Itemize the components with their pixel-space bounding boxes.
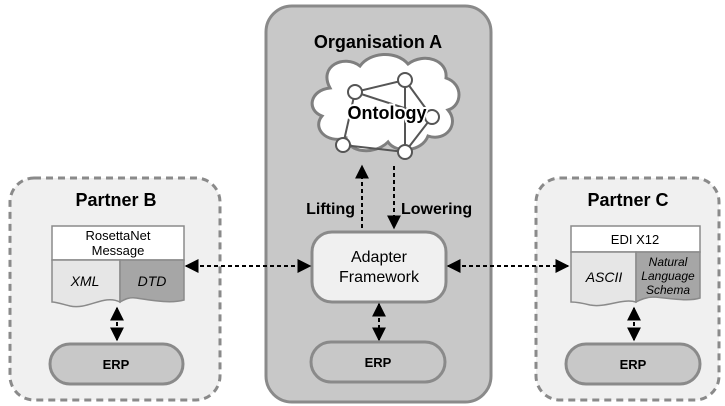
adapter-label-line2: Framework [339,269,420,286]
adapter-label-line1: Adapter [351,249,408,266]
lowering-label: Lowering [401,201,472,218]
nl-schema-label-line2: Language [641,269,695,283]
partner-b-title: Partner B [75,190,156,210]
dtd-label: DTD [138,273,167,289]
nl-schema-label-line1: Natural [649,255,688,269]
dtd-section [119,259,185,304]
ascii-label: ASCII [585,269,623,285]
lifting-label: Lifting [306,201,355,218]
ontology-node [397,72,413,88]
rosettanet-message-document: RosettaNet Message XML DTD [51,225,185,308]
nl-schema-section [635,251,701,304]
xml-section [51,259,121,308]
ascii-section [570,251,637,307]
erp-box-partner-b: ERP [48,342,185,386]
erp-box-partner-c: ERP [564,342,702,386]
rosettanet-label-line2: Message [92,243,145,258]
ontology-node [397,144,413,160]
ontology-node [335,137,351,153]
rosettanet-label-line1: RosettaNet [85,228,150,243]
ontology-node [424,109,440,125]
partner-c-title: Partner C [587,190,668,210]
edi-x12-label: EDI X12 [611,232,659,247]
adapter-framework-box: Adapter Framework [310,230,448,304]
ontology-label: Ontology [348,103,427,123]
erp-label-a: ERP [365,355,392,370]
xml-label: XML [70,273,100,289]
nl-schema-label-line3: Schema [646,283,690,297]
erp-label-c: ERP [620,357,647,372]
organisation-a-title: Organisation A [314,32,442,52]
ontology-node [347,84,363,100]
edi-x12-document: EDI X12 ASCII Natural Language Schema [570,225,701,307]
ontology-cloud: Ontology [310,53,461,160]
erp-box-organisation-a: ERP [309,340,447,384]
erp-label-b: ERP [103,357,130,372]
